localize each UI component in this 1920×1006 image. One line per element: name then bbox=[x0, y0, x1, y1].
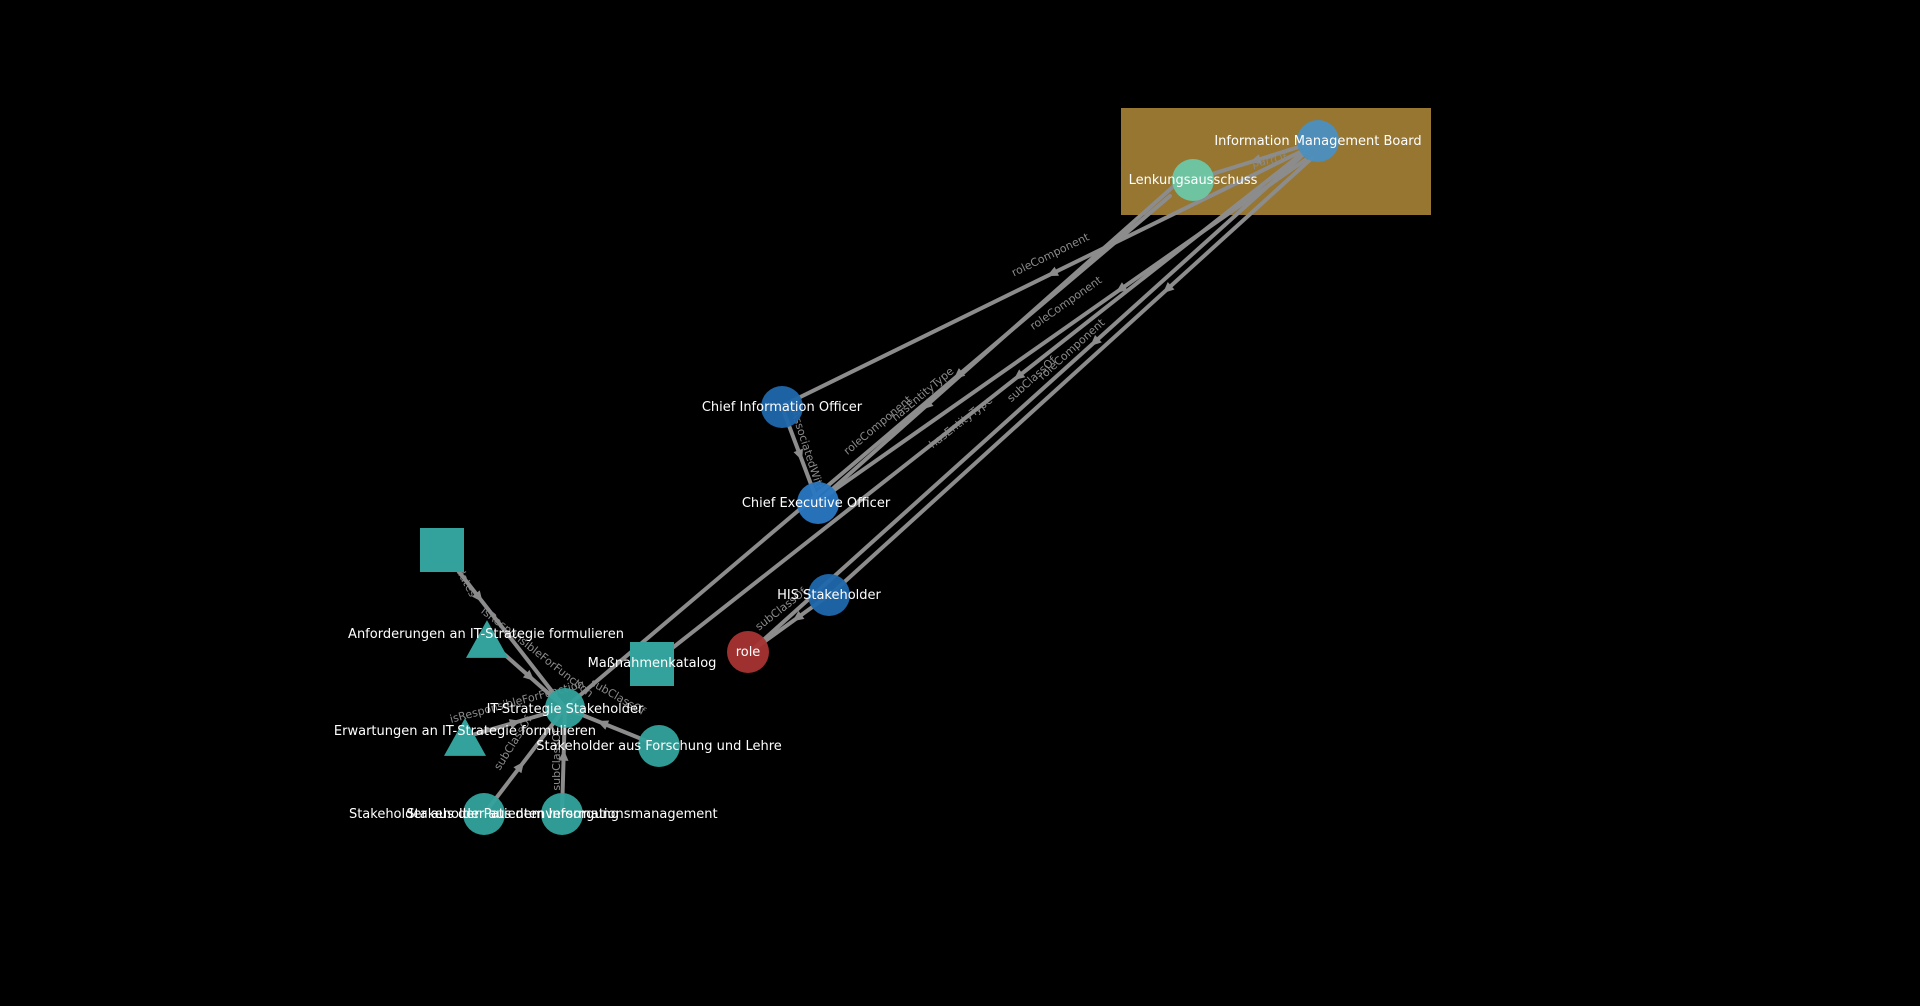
node-sim[interactable] bbox=[541, 793, 583, 835]
node-label-sim: Stakeholder aus dem Informationsmanageme… bbox=[406, 807, 717, 822]
edge-arrow-e12 bbox=[597, 720, 610, 730]
edge-arrow-e15 bbox=[1249, 154, 1262, 164]
node-label-lenk: Lenkungsausschuss bbox=[1129, 173, 1258, 188]
edge-arrow-e16 bbox=[1013, 369, 1026, 381]
node-role[interactable] bbox=[727, 631, 769, 673]
node-erw[interactable] bbox=[444, 718, 486, 756]
edge-e4[interactable] bbox=[828, 156, 1314, 597]
node-label-massn: Maßnahmenkatalog bbox=[588, 656, 717, 671]
node-anf[interactable] bbox=[466, 620, 508, 658]
edge-e16[interactable] bbox=[650, 139, 1320, 666]
edge-arrow-e6 bbox=[793, 448, 803, 461]
node-label-anf: Anforderungen an IT-Strategie formuliere… bbox=[348, 627, 624, 642]
edge-label-e14: subClassOf bbox=[550, 728, 563, 790]
node-sq_top[interactable] bbox=[420, 528, 464, 572]
node-label-imb: Information Management Board bbox=[1214, 134, 1421, 149]
edge-arrow-e10 bbox=[522, 669, 535, 681]
edge-e1[interactable] bbox=[782, 150, 1302, 407]
edge-e7[interactable] bbox=[563, 194, 1172, 710]
node-label-sfl: Stakeholder aus Forschung und Lehre bbox=[536, 739, 782, 754]
node-label-his: HIS Stakeholder bbox=[777, 588, 881, 603]
edge-arrow-e2 bbox=[1115, 282, 1128, 293]
node-sfl[interactable] bbox=[638, 725, 680, 767]
edge-arrow-e13 bbox=[513, 761, 525, 774]
node-his[interactable] bbox=[808, 574, 850, 616]
node-lenk[interactable] bbox=[1172, 159, 1214, 201]
edge-arrow-e3 bbox=[922, 398, 934, 410]
node-itss[interactable] bbox=[545, 688, 585, 728]
edge-arrow-e8 bbox=[792, 610, 805, 622]
node-ceo[interactable] bbox=[797, 482, 839, 524]
node-label-role: role bbox=[736, 645, 761, 660]
group-box-information-management-board[interactable] bbox=[1121, 108, 1431, 215]
node-massn[interactable] bbox=[630, 642, 674, 686]
node-label-cio: Chief Information Officer bbox=[702, 400, 863, 415]
edge-arrow-e1 bbox=[1046, 266, 1060, 277]
nodes-layer bbox=[420, 120, 1339, 835]
edge-e5[interactable] bbox=[748, 150, 1308, 654]
node-label-itss: IT-Strategie Stakeholder bbox=[487, 702, 644, 717]
node-spv[interactable] bbox=[463, 793, 505, 835]
node-label-ceo: Chief Executive Officer bbox=[742, 496, 891, 511]
node-label-erw: Erwartungen an IT-Strategie formulieren bbox=[334, 724, 596, 739]
edge-arrow-e7 bbox=[953, 368, 966, 380]
edge-arrow-e5 bbox=[1090, 334, 1102, 347]
node-imb[interactable] bbox=[1297, 120, 1339, 162]
edge-arrow-e4 bbox=[1162, 282, 1175, 294]
edge-e13[interactable] bbox=[482, 706, 567, 816]
edge-arrow-e14 bbox=[558, 749, 569, 761]
edge-arrow-e11 bbox=[508, 719, 521, 729]
edge-label-e15: partOf bbox=[1251, 151, 1289, 170]
node-label-spv: Stakeholder aus der Patientenversorgung bbox=[349, 807, 619, 822]
node-cio[interactable] bbox=[761, 386, 803, 428]
edge-e9[interactable] bbox=[440, 548, 567, 710]
node-labels-layer: Information Management BoardLenkungsauss… bbox=[334, 134, 1422, 822]
edge-arrow-e9 bbox=[471, 590, 483, 603]
